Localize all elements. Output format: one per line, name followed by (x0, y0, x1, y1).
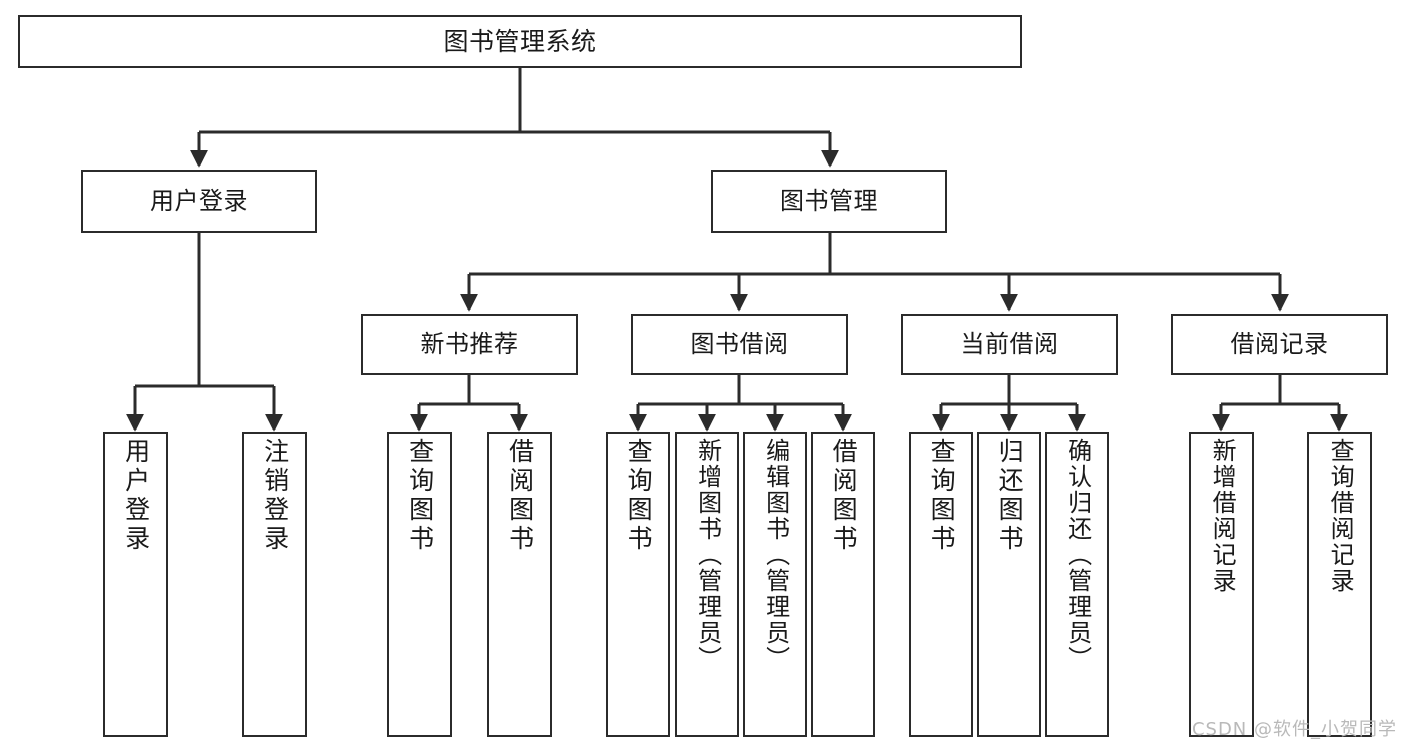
csdn-watermark: CSDN @软件_小贺同学 (1191, 719, 1397, 740)
leaf-borrow-borrow-book[interactable]: 借阅图书 (811, 432, 875, 737)
node-label: 借阅记录 (1230, 330, 1329, 359)
node-label: 用户登录 (121, 438, 151, 554)
node-user-login[interactable]: 用户登录 (81, 170, 317, 233)
node-label: 归还图书 (995, 438, 1025, 554)
leaf-recommend-borrow-book[interactable]: 借阅图书 (487, 432, 552, 737)
node-label: 注销登录 (260, 438, 290, 554)
node-label: 确认归还（管理员） (1063, 438, 1092, 672)
node-root-system[interactable]: 图书管理系统 (18, 15, 1022, 68)
leaf-recommend-query-book[interactable]: 查询图书 (387, 432, 452, 737)
leaf-borrow-query-book[interactable]: 查询图书 (606, 432, 670, 737)
leaf-user-login[interactable]: 用户登录 (103, 432, 168, 737)
node-label: 编辑图书（管理员） (761, 438, 790, 672)
node-label: 图书借阅 (690, 330, 789, 359)
node-current-borrow[interactable]: 当前借阅 (901, 314, 1118, 375)
leaf-current-query-book[interactable]: 查询图书 (909, 432, 973, 737)
node-new-book-recommend[interactable]: 新书推荐 (361, 314, 578, 375)
node-label: 新书推荐 (420, 330, 519, 359)
node-label: 图书管理 (780, 187, 878, 216)
leaf-record-add-borrow-record[interactable]: 新增借阅记录 (1189, 432, 1254, 737)
node-label: 借阅图书 (505, 438, 535, 554)
node-book-borrow[interactable]: 图书借阅 (631, 314, 848, 375)
leaf-borrow-add-book-admin[interactable]: 新增图书（管理员） (675, 432, 739, 737)
node-label: 查询图书 (405, 438, 435, 554)
node-label: 借阅图书 (829, 438, 859, 554)
node-label: 图书管理系统 (443, 26, 597, 56)
leaf-current-return-book[interactable]: 归还图书 (977, 432, 1041, 737)
node-label: 用户登录 (150, 187, 248, 216)
leaf-record-query-borrow-record[interactable]: 查询借阅记录 (1307, 432, 1372, 737)
node-label: 查询图书 (927, 438, 957, 554)
node-book-management[interactable]: 图书管理 (711, 170, 947, 233)
leaf-user-logout[interactable]: 注销登录 (242, 432, 307, 737)
node-label: 查询图书 (624, 438, 654, 554)
node-borrow-record[interactable]: 借阅记录 (1171, 314, 1388, 375)
node-label: 新增图书（管理员） (693, 438, 722, 672)
node-label: 当前借阅 (960, 330, 1059, 359)
node-label: 查询借阅记录 (1326, 438, 1355, 594)
leaf-borrow-edit-book-admin[interactable]: 编辑图书（管理员） (743, 432, 807, 737)
leaf-current-confirm-return-admin[interactable]: 确认归还（管理员） (1045, 432, 1109, 737)
node-label: 新增借阅记录 (1208, 438, 1237, 594)
